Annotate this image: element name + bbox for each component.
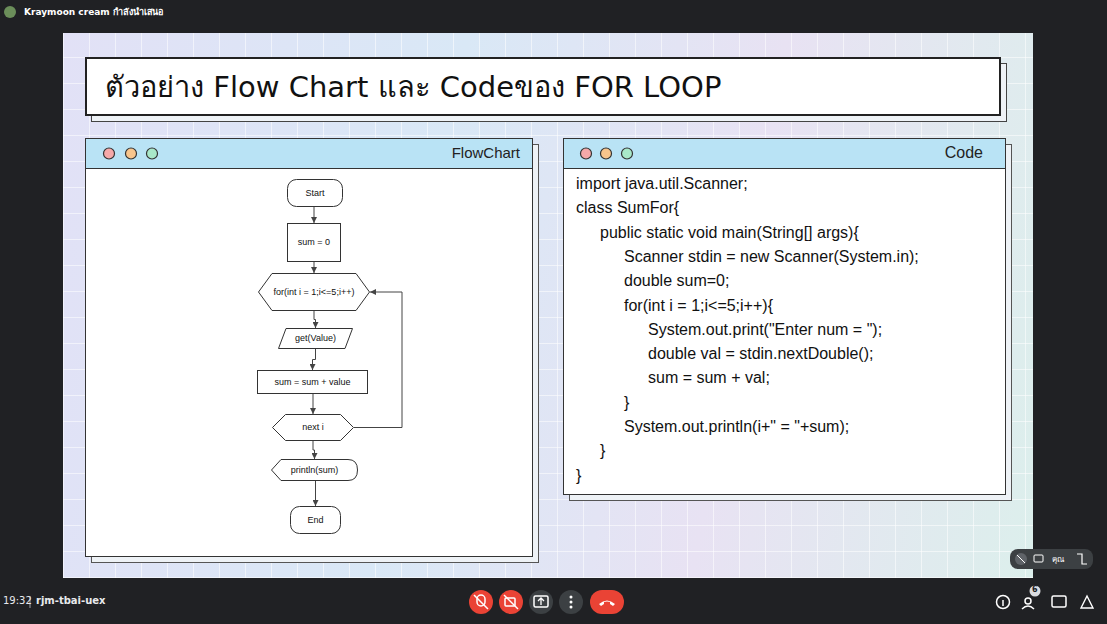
flow-arrow [314,262,315,273]
code-window: Code import java.util.Scanner;class SumFo… [563,138,1006,495]
flow-arrow [314,311,316,328]
code-line: } [600,439,605,463]
window-title: Code [945,144,983,162]
shape-text: Start [305,188,324,199]
info-mark [1002,600,1004,606]
mic-off-slash [1017,555,1025,563]
count-badge [1030,586,1041,597]
code-line: for(int i = 1;i<=5;i++){ [624,294,773,318]
flow-arrow [314,207,315,223]
present-arrow [538,598,544,605]
code-line: double val = stdin.nextDouble(); [648,342,873,366]
people-icon [1022,606,1034,609]
camera-slash [504,595,518,609]
terminal-shape: Start [287,179,343,207]
self-view-tile [1010,549,1093,569]
hang-up-button [590,590,624,614]
window-dot [147,148,158,159]
code-line: double sum=0; [624,269,729,293]
shape-text: sum = 0 [298,237,330,248]
flowchart-window: FlowChartStart sum = 0 for(int i = 1;i<=5;… [85,138,533,557]
window-dot [126,148,137,159]
flow-arrow [315,481,316,506]
meeting-code: rjm-tbai-uex [36,595,106,606]
window-dots [86,139,176,168]
next-hexagon: next i [272,414,354,441]
process-box: sum = sum + value [257,370,368,394]
flow-arrow [313,441,315,459]
connector-layer [564,139,1005,494]
shape-text: sum = sum + value [274,377,350,388]
participant-count: 6 [1032,585,1038,594]
window-dot [104,148,115,159]
expand-icon [1077,554,1087,564]
shape-text: println(sum) [291,465,339,476]
code-line: } [624,391,629,415]
camera-off-small [1034,555,1043,562]
chat-icon [1052,596,1066,607]
camera-button [499,590,523,614]
more-button [559,590,583,614]
people-icon [1025,598,1031,604]
window-header: Code [564,139,1005,169]
more-dot [570,601,573,604]
code-line: class SumFor{ [576,196,679,220]
code-line: public static void main(String[] args){ [600,221,859,245]
code-line: } [576,464,581,488]
shape-text: for(int i = 1;i<=5;i++) [274,287,355,298]
mic-slash [474,595,488,609]
code-line: import java.util.Scanner; [576,172,748,196]
info-icon [997,596,1010,609]
flow-arrow [313,349,316,370]
window-dot [581,148,592,159]
present-button [529,590,553,614]
window-header: FlowChart [86,139,532,169]
code-line: sum = sum + val; [648,366,770,390]
terminal-shape: End [290,506,341,534]
code-line: System.out.println(i+" = "+sum); [624,415,849,439]
presenter-label: Kraymoon cream กำลังนำเสนอ [24,5,163,19]
process-box: sum = 0 [287,223,341,262]
activities-icon [1081,596,1093,608]
window-dot [601,148,612,159]
shape-text: get(Value) [295,333,336,344]
flow-arrow [354,292,402,428]
more-dot [570,606,573,609]
flow-arrow [313,394,314,414]
window-title: FlowChart [452,144,520,161]
code-line: System.out.print("Enter num = "); [648,318,882,342]
input-parallelogram: get(Value) [278,328,353,349]
presenter-avatar [4,6,16,18]
present-icon [534,596,548,607]
mic-button [469,590,493,614]
slide-title: ตัวอย่าง Flow Chart และ Codeของ FOR LOOP [105,64,721,110]
more-dot [570,596,573,599]
window-dot [622,148,633,159]
loop-hexagon: for(int i = 1;i<=5;i++) [258,273,370,311]
shape-text: next i [302,422,324,433]
self-view-label: คุณ [1052,553,1064,566]
display-shape: println(sum) [271,459,358,481]
clock: 19:32 [3,595,32,606]
shape-text: End [307,515,323,526]
hang-up-icon [599,601,615,607]
mic-off-small [1015,553,1027,565]
code-line: Scanner stdin = new Scanner(System.in); [624,245,919,269]
title-box: ตัวอย่าง Flow Chart และ Codeของ FOR LOOP [85,57,1001,116]
window-dots [564,139,654,168]
